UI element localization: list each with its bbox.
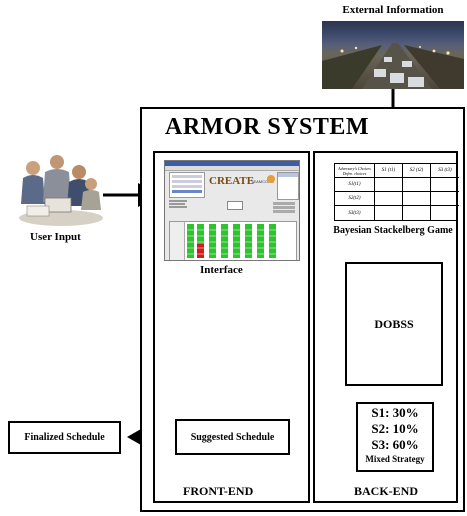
strategy-s2: S2: 10% — [371, 421, 419, 436]
interface-label: Interface — [200, 264, 243, 276]
back-end-label: BACK-END — [354, 484, 419, 498]
mini-logo: CREATE — [209, 175, 255, 187]
mini-titlebar — [165, 161, 299, 166]
mini-list-panel — [169, 172, 205, 198]
table-col-header: S2 (t2) — [403, 164, 431, 178]
strategy-s3: S3: 60% — [371, 437, 419, 452]
mini-input — [227, 201, 243, 210]
user-input-illustration — [15, 148, 103, 228]
table-cell — [375, 192, 403, 206]
table-cell — [403, 192, 431, 206]
mini-options — [169, 199, 191, 213]
table-cell — [375, 178, 403, 192]
finalized-schedule-label: Finalized Schedule — [24, 432, 105, 443]
table-cell — [375, 206, 403, 220]
dobss-box: DOBSS — [345, 262, 443, 386]
table-col-header: S1 (t1) — [375, 164, 403, 178]
table-cell — [403, 206, 431, 220]
table-cell — [431, 192, 459, 206]
table-row-header: S1(t1) — [335, 178, 375, 192]
table-cell — [403, 178, 431, 192]
mixed-strategy-box: S1: 30% S2: 10% S3: 60% Mixed Strategy — [356, 402, 434, 472]
external-information-label: External Information — [342, 4, 444, 16]
table-row-header: S3(t3) — [335, 206, 375, 220]
table-row-header: S2(t2) — [335, 192, 375, 206]
mini-settings — [273, 201, 295, 217]
interface-screenshot: CREATE TEAMCORE — [164, 160, 300, 261]
armor-system-title: ARMOR SYSTEM — [165, 114, 370, 140]
mini-logo-icon — [267, 175, 275, 183]
suggested-schedule-box: Suggested Schedule — [175, 419, 290, 455]
traffic-photo — [322, 21, 464, 89]
finalized-schedule-box: Finalized Schedule — [8, 421, 121, 454]
mini-calendar — [277, 172, 299, 200]
bayesian-game-label: Bayesian Stackelberg Game — [333, 225, 453, 236]
table-cell — [431, 178, 459, 192]
mixed-strategy-label: Mixed Strategy — [365, 454, 425, 464]
mini-schedule-grid — [169, 221, 297, 260]
dobss-label: DOBSS — [374, 316, 414, 331]
strategy-s1: S1: 30% — [371, 405, 419, 420]
suggested-schedule-label: Suggested Schedule — [190, 431, 275, 443]
mini-side-text: TEAMCORE — [251, 179, 274, 184]
table-cell — [431, 206, 459, 220]
mini-menubar — [165, 166, 299, 171]
front-end-label: FRONT-END — [183, 484, 254, 498]
table-col-header: S3 (t3) — [431, 164, 459, 178]
user-input-label: User Input — [30, 231, 81, 243]
